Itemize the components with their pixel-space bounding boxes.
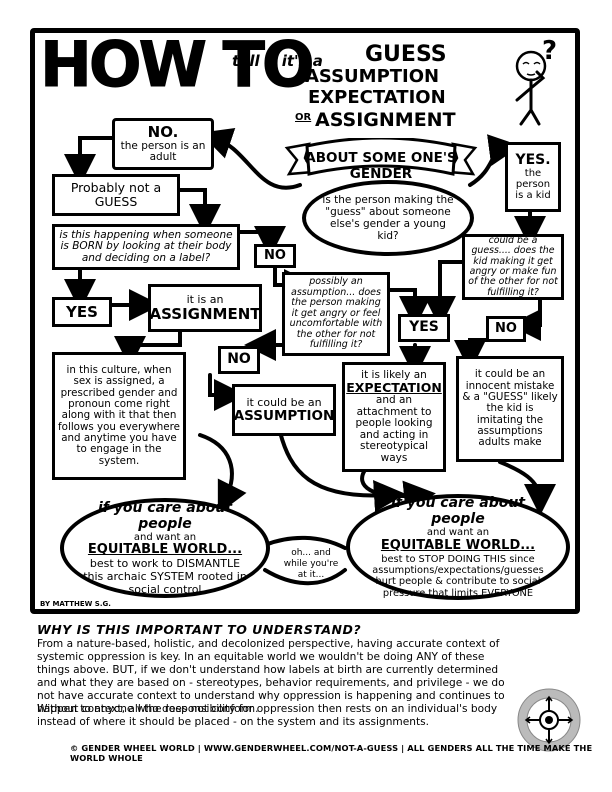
no-header: NO. [147, 123, 179, 142]
born-question-box: is this happening when someone is BORN b… [52, 224, 240, 270]
expectation-text: EXPECTATION [346, 380, 442, 396]
byline: BY MATTHEW S.G. [40, 600, 111, 608]
likely-text: it is likely an [361, 368, 427, 381]
title-or: OR [295, 112, 312, 123]
possibly-assumption-box: possibly an assumption... does the perso… [282, 272, 390, 356]
paragraph-two: Without context, all the responsibility … [37, 703, 498, 728]
footer: © GENDER WHEEL WORLD | WWW.GENDERWHEEL.C… [70, 743, 593, 763]
left-care-text: if you care about people [97, 499, 233, 532]
start-question-text: is the person making the "guess" about s… [322, 193, 454, 243]
banner-ribbon-icon [284, 138, 478, 176]
right-care-text: if you care about people [390, 495, 526, 528]
assignment-box: it is an ASSIGNMENT [148, 284, 262, 332]
left-want-text: and want an [133, 531, 197, 543]
left-equitable-text: EQUITABLE WORLD... [87, 542, 243, 558]
innocent-text: it could be an innocent mistake & a "GUE… [462, 368, 558, 449]
left-outcome-oval: if you care about people and want an EQU… [60, 498, 270, 598]
no-label: NO [264, 247, 286, 263]
could-be-text: it could be an [246, 395, 322, 409]
assignment-text: ASSIGNMENT [149, 304, 261, 323]
it-is-an-text: it is an [186, 292, 224, 306]
yes-header: YES. [515, 151, 551, 168]
probably-text: Probably not a GUESS [70, 180, 162, 209]
title-assumption: ASSUMPTION [305, 66, 440, 87]
left-oval-text: best to work to DISMANTLE this archaic S… [83, 557, 247, 596]
no2-label: NO [227, 351, 251, 368]
yes-label: YES [66, 302, 98, 321]
title-tell-if: tell if it's a [232, 52, 323, 70]
innocent-mistake-box: it could be an innocent mistake & a "GUE… [456, 356, 564, 462]
yes2-label: YES [409, 319, 439, 336]
no-right-label-box: NO [486, 316, 526, 342]
culture-box: in this culture, when sex is assigned, a… [52, 352, 186, 480]
title-expectation: EXPECTATION [308, 87, 446, 108]
no-adult-text: the person is an adult [120, 139, 206, 164]
title-how-to: HOW TO [40, 28, 316, 101]
yes2-label-box: YES [398, 314, 450, 342]
banner-text: ABOUT SOME ONE'S GENDER [305, 150, 457, 182]
assumption-text: ASSUMPTION [233, 407, 335, 424]
born-question-text: is this happening when someone is BORN b… [59, 228, 233, 264]
yes-label-box: YES [52, 297, 112, 327]
could-be-guess-text: could be a guess.... does the kid making… [468, 234, 558, 298]
possibly-text: possibly an assumption... does the perso… [289, 276, 383, 351]
thinking-person-icon [515, 50, 547, 126]
why-heading: WHY IS THIS IMPORTANT TO UNDERSTAND? [37, 622, 362, 637]
paragraph-one: From a nature-based, holistic, and decol… [37, 638, 505, 715]
poster-frame [30, 28, 580, 614]
title-guess: GUESS [365, 42, 447, 67]
right-outcome-oval: if you care about people and want an EQU… [346, 494, 570, 600]
gender-wheel-logo-icon [517, 688, 581, 752]
probably-not-guess-box: Probably not a GUESS [52, 174, 180, 216]
question-mark: ? [542, 36, 558, 66]
yes-kid-box: YES. the person is a kid [505, 142, 561, 212]
title-assignment: ASSIGNMENT [315, 109, 456, 131]
yes-kid-text: the person is a kid [515, 168, 551, 202]
no2-label-box: NO [218, 346, 260, 374]
right-oval-text: best to STOP DOING THIS since assumption… [372, 553, 544, 599]
expectation-desc: and an attachment to people looking and … [355, 394, 433, 464]
expectation-box: it is likely an EXPECTATION and an attac… [342, 362, 446, 472]
no-label-box: NO [254, 244, 296, 268]
assumption-box: it could be an ASSUMPTION [232, 384, 336, 436]
culture-text: in this culture, when sex is assigned, a… [58, 364, 180, 467]
no-right-label: NO [495, 320, 517, 336]
no-adult-box: NO. the person is an adult [112, 118, 214, 170]
could-be-guess-box: could be a guess.... does the kid making… [462, 234, 564, 300]
right-want-text: and want an [426, 527, 490, 539]
oh-while-text: oh... and while you're at it... [283, 548, 339, 580]
start-question: is the person making the "guess" about s… [302, 180, 474, 256]
right-equitable-text: EQUITABLE WORLD... [380, 537, 536, 553]
